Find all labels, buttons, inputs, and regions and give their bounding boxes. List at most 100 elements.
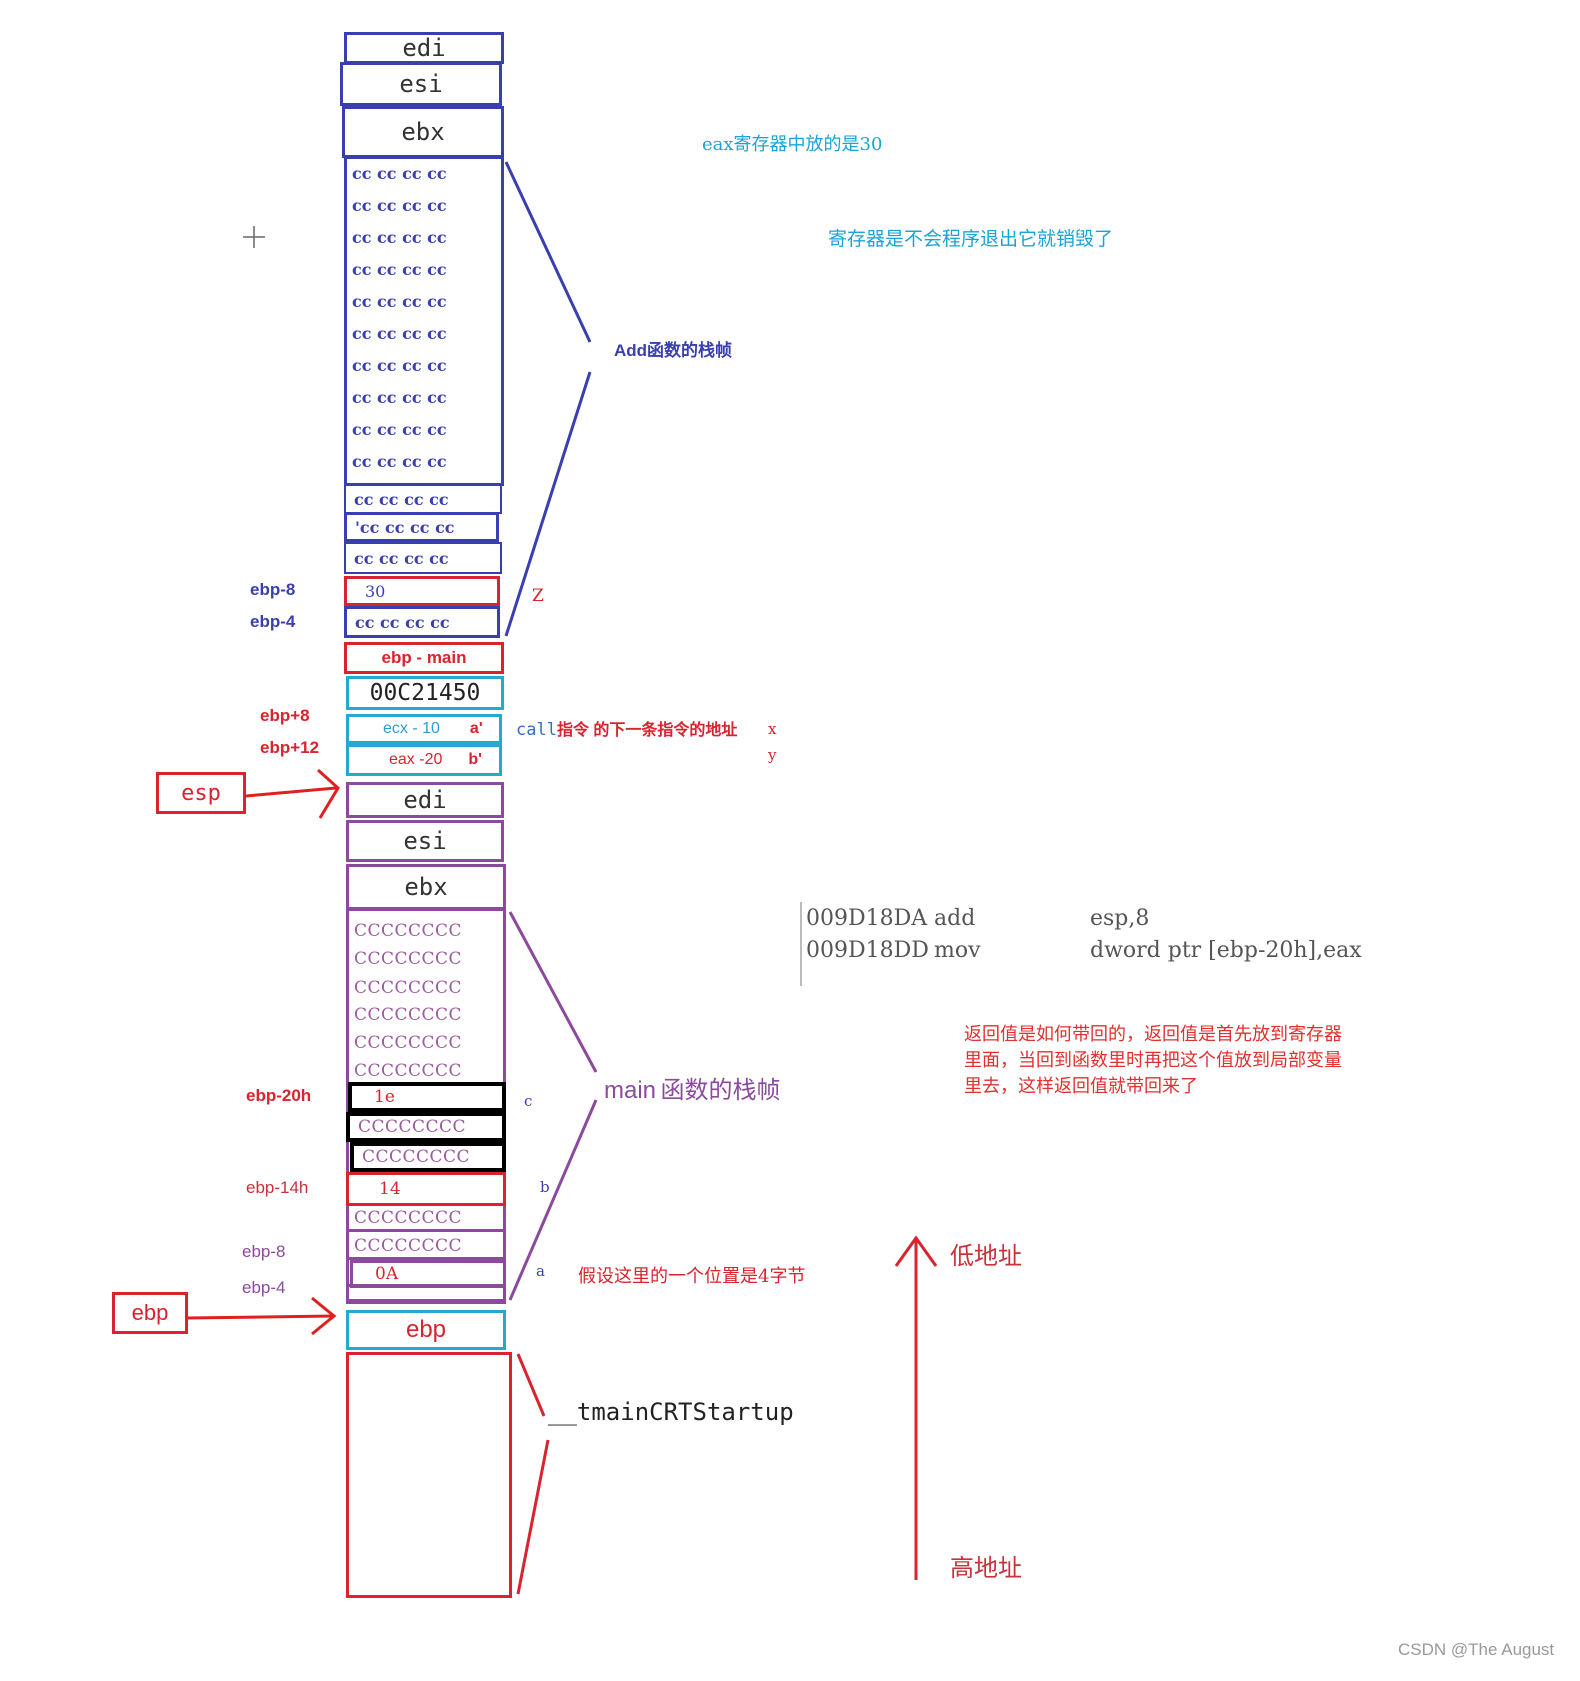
asm-addr: 009D18DA — [806, 906, 928, 931]
main-cc-row: CCCCCCCC — [346, 946, 506, 972]
main-cc-text: CCCCCCCC — [354, 949, 463, 969]
main-frame-label-latin: main — [604, 1077, 657, 1104]
main-cc-row: CCCCCCCC — [346, 1030, 506, 1056]
add-cc-text: cc cc cc cc — [352, 227, 447, 247]
a-note: 假设这里的一个位置是4字节 — [578, 1266, 806, 1287]
main-frame-label-cjk: 函数的栈帧 — [660, 1077, 781, 1104]
add-ebp-minus4-label: ebp-4 — [250, 612, 296, 631]
address-direction-arrow — [894, 1235, 938, 1580]
call-note-rest: 指令 的下一条指令的地址 — [556, 722, 738, 739]
add-cc-row: cc cc cc cc — [344, 256, 504, 282]
register-note: 寄存器是不会程序退出它就销毁了 — [828, 228, 1114, 250]
c-cell: 1e — [348, 1082, 506, 1112]
main-cc-text: CCCCCCCC — [354, 1235, 463, 1256]
add-cc-row: cc cc cc cc — [344, 160, 504, 186]
add-cc-row: cc cc cc cc — [344, 192, 504, 218]
b-tag: b — [540, 1178, 550, 1196]
ebp-plus12-label: ebp+12 — [260, 738, 320, 757]
high-address-label: 高地址 — [950, 1554, 1022, 1582]
add-esi-label: esi — [399, 70, 443, 98]
param-a-value: ecx - 10 — [383, 720, 440, 737]
add-bracket-line — [504, 161, 592, 343]
add-edi-label: edi — [402, 34, 446, 62]
ebp-box: ebp — [112, 1292, 188, 1334]
main-ebx-label: ebx — [404, 873, 448, 901]
add-esi-cell: esi — [340, 62, 502, 106]
param-b-value: eax -20 — [389, 751, 443, 768]
main-ebp-minus4-label: ebp-4 — [242, 1278, 286, 1297]
a-tag: a — [536, 1262, 545, 1280]
low-address-label: 低地址 — [950, 1242, 1022, 1270]
startup-label: __tmainCRTStartup — [548, 1398, 794, 1426]
ebp-label: ebp — [131, 1300, 169, 1325]
main-cc-text: CCCCCCCC — [354, 978, 463, 998]
main-cc-row: CCCCCCCC — [346, 1234, 506, 1260]
main-cc-text: CCCCCCCC — [354, 1061, 463, 1081]
ebp-arrow — [187, 1296, 337, 1336]
ebp-minus14h-label: ebp-14h — [246, 1178, 309, 1197]
asm-op: mov — [934, 938, 981, 963]
call-note: call指令 的下一条指令的地址 — [516, 716, 737, 740]
b-value: 14 — [379, 1179, 401, 1199]
z-cell: 30 — [344, 576, 500, 606]
asm-block: 009D18DA add esp,8 009D18DD mov dword pt… — [800, 902, 1400, 986]
add-ebp-minus4-value: cc cc cc cc — [355, 612, 450, 632]
crosshair-cursor-icon — [243, 226, 265, 248]
param-a-tag: a' — [469, 720, 483, 737]
add-cc-text: cc cc cc cc — [352, 195, 447, 215]
add-cc-row: cc cc cc cc — [344, 288, 504, 314]
return-note: 返回值是如何带回的，返回值是首先放到寄存器 里面，当回到函数里时再把这个值放到局… — [964, 1022, 1524, 1100]
add-cc-row: cc cc cc cc — [344, 416, 504, 442]
return-note-line: 里去，这样返回值就带回来了 — [964, 1076, 1198, 1097]
main-ebp-minus8-label: ebp-8 — [242, 1242, 286, 1261]
y-label: y — [768, 746, 777, 764]
saved-ebp-text: ebp — [405, 1316, 447, 1343]
param-b-cell: eax -20 b' — [346, 744, 502, 776]
esp-box: esp — [156, 772, 246, 814]
main-cc-row: CCCCCCCC — [346, 975, 506, 1001]
esp-arrow — [245, 768, 340, 819]
add-cc-text: cc cc cc cc — [352, 355, 447, 375]
add-cc-text: 'cc cc cc cc — [355, 517, 455, 537]
main-esi-label: esi — [403, 827, 447, 855]
add-cc-row: cc cc cc cc — [344, 352, 504, 378]
add-cc-text: cc cc cc cc — [352, 291, 447, 311]
add-ebp-minus4-cell: cc cc cc cc — [344, 606, 500, 638]
c-value: 1e — [374, 1087, 395, 1107]
main-cc-text: CCCCCCCC — [362, 1147, 471, 1167]
ebp-main-text: ebp - main — [381, 648, 467, 667]
asm-addr: 009D18DD — [806, 938, 929, 963]
main-cc-row: CCCCCCCC — [346, 1058, 506, 1084]
return-address-cell: 00C21450 — [346, 676, 504, 710]
main-cc-row: CCCCCCCC — [346, 1206, 506, 1232]
main-cc-row: CCCCCCCC — [346, 1002, 506, 1028]
add-cc-text: cc cc cc cc — [352, 163, 447, 183]
add-cc-row: cc cc cc cc — [344, 384, 504, 410]
main-bracket-line — [508, 1099, 598, 1301]
return-note-line: 里面，当回到函数里时再把这个值放到局部变量 — [964, 1050, 1342, 1071]
add-cc-text: cc cc cc cc — [352, 323, 447, 343]
x-label: x — [768, 720, 777, 738]
c-cc-row: CCCCCCCC — [350, 1142, 506, 1172]
main-esi-cell: esi — [346, 820, 504, 862]
add-ebp-minus8-label: ebp-8 — [250, 580, 296, 599]
add-bracket-line — [504, 371, 592, 637]
call-note-prefix: call — [516, 720, 557, 740]
watermark: CSDN @The August — [1398, 1640, 1555, 1659]
main-cc-text: CCCCCCCC — [358, 1117, 467, 1137]
add-cc-text: cc cc cc cc — [352, 419, 447, 439]
b-cell: 14 — [346, 1172, 506, 1206]
main-cc-text: CCCCCCCC — [354, 1033, 463, 1053]
param-b-tag: b' — [468, 751, 482, 768]
saved-ebp-cell: ebp — [346, 1310, 506, 1350]
add-cc-text: cc cc cc cc — [354, 489, 449, 509]
param-a-cell: ecx - 10 a' — [346, 714, 502, 744]
main-bracket-line — [508, 911, 598, 1073]
ebp-plus8-label: ebp+8 — [260, 706, 310, 725]
asm-args: dword ptr [ebp-20h],eax — [1090, 938, 1362, 963]
ebp-minus20h-label: ebp-20h — [246, 1086, 312, 1105]
return-note-line: 返回值是如何带回的，返回值是首先放到寄存器 — [964, 1024, 1342, 1045]
add-ebx-label: ebx — [401, 118, 445, 146]
main-cc-text: CCCCCCCC — [354, 1005, 463, 1025]
startup-bracket-line — [516, 1439, 550, 1595]
